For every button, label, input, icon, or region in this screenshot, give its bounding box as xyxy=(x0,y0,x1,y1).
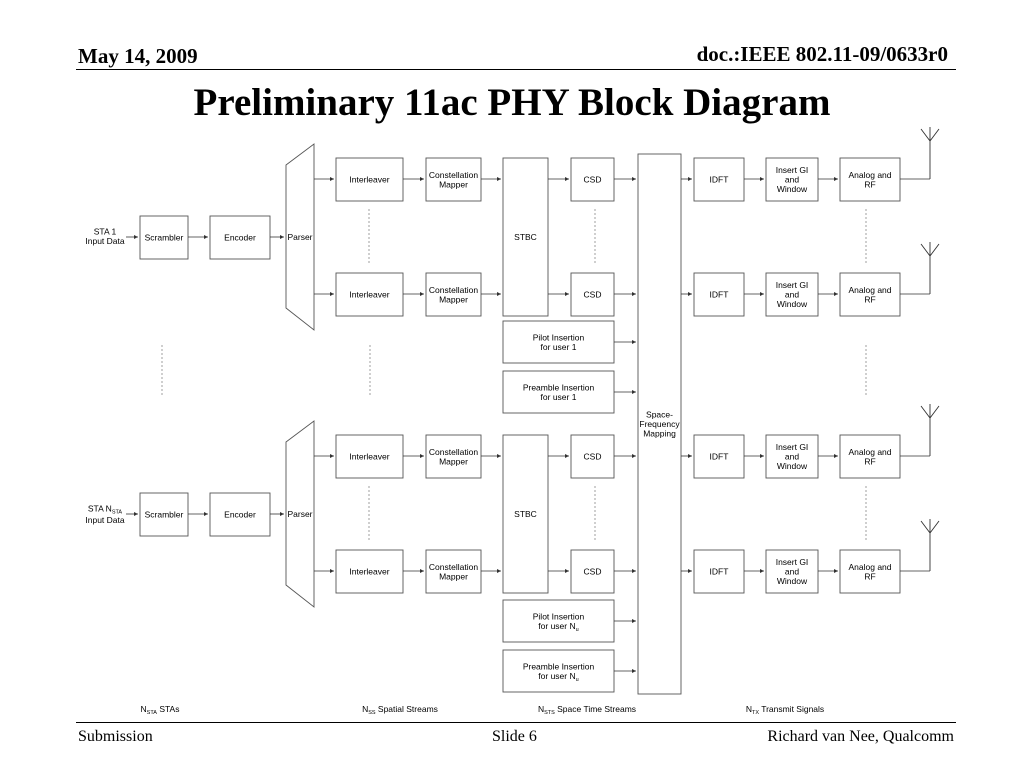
user-2-preamble-insertion-block xyxy=(502,649,615,693)
user-2-stream-2-antenna-icon xyxy=(920,519,940,571)
user-1-stream-2-interleaver-block xyxy=(335,272,404,317)
user-1-stream-2-csd-block-label: CSD xyxy=(584,290,602,300)
user-1-stream-1-interleaver-block-label: Interleaver xyxy=(349,175,389,185)
user-1-stream-1-interleaver-block xyxy=(335,157,404,202)
user-2-stbc-block xyxy=(502,434,549,594)
user-2-stream-1-insert-gi-block xyxy=(765,434,819,479)
user-1-scrambler-block-label: Scrambler xyxy=(145,233,184,243)
user-2-stream-2-csd-block-label: CSD xyxy=(584,567,602,577)
user-1-parser-label: Parser xyxy=(287,232,312,242)
user-1-stream-2-csd-block xyxy=(570,272,615,317)
footer-author: Richard van Nee, Qualcomm xyxy=(767,728,954,745)
footer-rule xyxy=(76,722,956,723)
user-1-stream-1-csd-block xyxy=(570,157,615,202)
user-2-stream-1-antenna-icon xyxy=(920,404,940,456)
user-1-stream-2-idft-block-label: IDFT xyxy=(710,290,729,300)
user-2-parser-block xyxy=(285,420,315,608)
user-2-stream-2-interleaver-block xyxy=(335,549,404,594)
user-1-parser-block xyxy=(285,143,315,331)
user-1-stream-1-csd-block-label: CSD xyxy=(584,175,602,185)
footer-slide-number: Slide 6 xyxy=(492,728,537,745)
user-1-stream-2-analog-rf-block xyxy=(839,272,901,317)
user-2-stream-2-analog-rf-block xyxy=(839,549,901,594)
user-1-stream-1-analog-rf-block xyxy=(839,157,901,202)
slide-title: Preliminary 11ac PHY Block Diagram xyxy=(193,81,831,124)
user-2-stream-2-idft-block xyxy=(693,549,745,594)
user-2-stream-1-constellation-mapper-block xyxy=(425,434,482,479)
user-1-stbc-block xyxy=(502,157,549,317)
user-2-parser-label: Parser xyxy=(287,509,312,519)
user-1-stream-1-idft-block xyxy=(693,157,745,202)
user-2-encoder-block-label: Encoder xyxy=(224,510,256,520)
user-1-stream-1-idft-block-label: IDFT xyxy=(710,175,729,185)
user-1-scrambler-block xyxy=(139,215,189,260)
user-1-stream-1-antenna-icon xyxy=(920,127,940,179)
bottom-label-1: NSTA STAs xyxy=(141,704,180,716)
user-2-stream-2-csd-block xyxy=(570,549,615,594)
bottom-label-4: NTX Transmit Signals xyxy=(746,704,824,716)
user-2-scrambler-block xyxy=(139,492,189,537)
user-2-stream-1-csd-block xyxy=(570,434,615,479)
space-frequency-mapping-block xyxy=(637,153,682,695)
user-2-stbc-label: STBC xyxy=(514,509,537,519)
user-2-encoder-block xyxy=(209,492,271,537)
bottom-label-2: NSS Spatial Streams xyxy=(362,704,438,716)
user-2-stream-2-constellation-mapper-block xyxy=(425,549,482,594)
user-1-preamble-insertion-block xyxy=(502,370,615,414)
header-rule xyxy=(76,69,956,70)
document-id: doc.:IEEE 802.11-09/0633r0 xyxy=(696,42,948,66)
user-1-stream-2-interleaver-block-label: Interleaver xyxy=(349,290,389,300)
user-2-stream-1-idft-block xyxy=(693,434,745,479)
user-2-stream-2-idft-block-label: IDFT xyxy=(710,567,729,577)
user-2-pilot-insertion-block xyxy=(502,599,615,643)
user-1-stream-2-constellation-mapper-block xyxy=(425,272,482,317)
user-2-stream-1-idft-block-label: IDFT xyxy=(710,452,729,462)
user-1-stbc-label: STBC xyxy=(514,232,537,242)
user-2-stream-1-interleaver-block-label: Interleaver xyxy=(349,452,389,462)
user-1-pilot-insertion-block xyxy=(502,320,615,364)
user-2-stream-2-interleaver-block-label: Interleaver xyxy=(349,567,389,577)
user-2-stream-1-analog-rf-block xyxy=(839,434,901,479)
user-2-scrambler-block-label: Scrambler xyxy=(145,510,184,520)
footer-submission: Submission xyxy=(78,728,153,745)
user-1-encoder-block xyxy=(209,215,271,260)
user-1-stream-2-idft-block xyxy=(693,272,745,317)
user-1-stream-1-insert-gi-block xyxy=(765,157,819,202)
user-1-stream-2-insert-gi-block xyxy=(765,272,819,317)
user-1-stream-1-constellation-mapper-block xyxy=(425,157,482,202)
user-1-stream-2-antenna-icon xyxy=(920,242,940,294)
bottom-label-3: NSTS Space Time Streams xyxy=(538,704,636,716)
user-2-stream-2-insert-gi-block xyxy=(765,549,819,594)
user-2-stream-1-csd-block-label: CSD xyxy=(584,452,602,462)
user-1-encoder-block-label: Encoder xyxy=(224,233,256,243)
user-2-stream-1-interleaver-block xyxy=(335,434,404,479)
slide-date: May 14, 2009 xyxy=(78,44,198,68)
